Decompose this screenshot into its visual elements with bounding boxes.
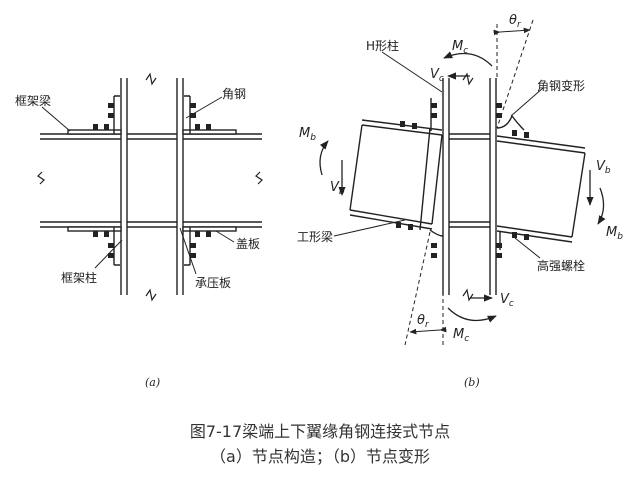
label-frame-beam: 框架梁 (15, 93, 51, 108)
sublabel-b: (b) (464, 376, 480, 389)
bolts-a (93, 103, 211, 258)
label-bearing-plate: 承压板 (195, 276, 231, 290)
label-angle-deform: 角钢变形 (537, 78, 585, 93)
label-hs-bolt: 高强螺栓 (537, 258, 585, 273)
label-h-column: H形柱 (366, 38, 399, 53)
moment-mc-top-arrow (443, 51, 493, 67)
frame-beam-left-a (37, 95, 122, 266)
moment-mb-right-arrow (597, 187, 606, 225)
i-beam-right-b (496, 114, 586, 250)
symbol-vc-top: Vc (430, 67, 444, 84)
caption-line2: （a）节点构造；（b）节点变形 (210, 447, 430, 466)
label-angle-steel: 角钢 (222, 87, 246, 101)
label-frame-column: 框架柱 (61, 270, 97, 285)
continuity-plates-a (127, 133, 177, 228)
leaders-a (41, 96, 235, 275)
symbol-mc-top: Mc (452, 39, 468, 56)
symbol-vb-right: Vb (596, 159, 611, 176)
diagram-a (37, 72, 263, 302)
symbol-theta-top: θr (509, 13, 522, 30)
moment-mb-left-arrow (319, 140, 329, 176)
leaders-b (333, 51, 544, 259)
caption: 图7-17梁端上下翼缘角钢连接式节点 （a）节点构造；（b）节点变形 (190, 422, 450, 466)
symbol-theta-bottom: θr (417, 313, 430, 330)
symbol-vc-bottom: Vc (500, 292, 514, 309)
theta-arc-bottom (409, 326, 447, 335)
frame-column-a (120, 72, 184, 302)
label-cover-plate: 盖板 (236, 237, 260, 251)
diagram-a-labels: 框架梁 角钢 盖板 承压板 框架柱 (a) (15, 87, 260, 389)
caption-line1: 图7-17梁端上下翼缘角钢连接式节点 (190, 422, 450, 441)
h-column-b (442, 72, 497, 302)
diagram-b-labels: H形柱 角钢变形 工形梁 高强螺栓 Mc Vc Mc Vc Mb Vb Vb M… (297, 13, 623, 389)
symbol-mb-left: Mb (299, 126, 316, 143)
symbol-mc-bottom: Mc (453, 327, 469, 344)
theta-arc-top (493, 27, 531, 36)
moment-mc-bottom-arrow (447, 307, 497, 323)
sublabel-a: (a) (145, 376, 160, 389)
label-i-beam: 工形梁 (297, 229, 333, 244)
i-beam-left-b (349, 98, 444, 237)
symbol-vb-left: Vb (330, 180, 345, 197)
diagram-b (319, 19, 606, 346)
bolts-b (396, 103, 529, 258)
symbol-mb-right: Mb (606, 225, 623, 242)
